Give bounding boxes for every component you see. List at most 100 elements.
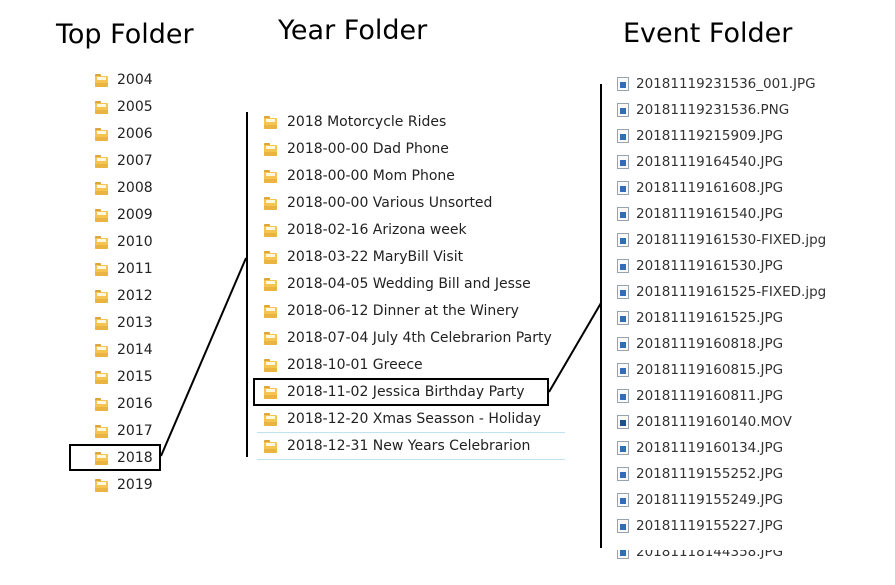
image-file-icon [617, 467, 629, 481]
year-folder-item[interactable]: 2018-12-31 New Years Celebrarion [264, 434, 530, 458]
year-folder-item-label: 2018-12-20 Xmas Seasson - Holiday [287, 411, 542, 427]
folder-icon [264, 304, 277, 318]
top-folder-item-label: 2010 [117, 234, 153, 250]
top-folder-item[interactable]: 2014 [95, 338, 153, 362]
folder-icon [95, 100, 108, 114]
top-folder-item[interactable]: 2013 [95, 311, 153, 335]
year-folder-item-label: 2018-06-12 Dinner at the Winery [287, 303, 519, 319]
folder-icon [264, 277, 277, 291]
event-file-item-label: 20181119160811.JPG [636, 388, 784, 404]
top-folder-item[interactable]: 2004 [95, 68, 153, 92]
event-file-item[interactable]: 20181119215909.JPG [617, 124, 783, 148]
image-file-icon [617, 389, 629, 403]
top-folder-item[interactable]: 2019 [95, 473, 153, 497]
year-folder-item-label: 2018-00-00 Mom Phone [287, 168, 455, 184]
event-file-item[interactable]: 20181119161540.JPG [617, 202, 783, 226]
image-file-icon [617, 155, 629, 169]
top-folder-item-label: 2005 [117, 99, 153, 115]
folder-icon [95, 343, 108, 357]
year-folder-item[interactable]: 2018-03-22 MaryBill Visit [264, 245, 463, 269]
year-folder-item-label: 2018-07-04 July 4th Celebrarion Party [287, 330, 552, 346]
year-folder-item[interactable]: 2018-00-00 Dad Phone [264, 137, 449, 161]
folder-icon [264, 358, 277, 372]
event-file-item[interactable]: 20181119231536_001.JPG [617, 72, 816, 96]
top-folder-item[interactable]: 2011 [95, 257, 153, 281]
top-folder-item[interactable]: 2005 [95, 95, 153, 119]
top-folder-item-label: 2014 [117, 342, 153, 358]
folder-icon [95, 478, 108, 492]
event-file-item-label: 20181119231536.PNG [636, 102, 790, 118]
year-folder-item[interactable]: 2018-11-02 Jessica Birthday Party [264, 380, 525, 404]
top-folder-item-label: 2012 [117, 288, 153, 304]
event-file-item[interactable]: 20181119164540.JPG [617, 150, 783, 174]
top-folder-item-label: 2008 [117, 180, 153, 196]
event-file-item[interactable]: 20181119155249.JPG [617, 488, 783, 512]
event-file-item[interactable]: 20181119155227.JPG [617, 514, 783, 538]
year-folder-item[interactable]: 2018 Motorcycle Rides [264, 110, 446, 134]
top-folder-item[interactable]: 2015 [95, 365, 153, 389]
year-folder-item-label: 2018-03-22 MaryBill Visit [287, 249, 464, 265]
top-folder-item[interactable]: 2007 [95, 149, 153, 173]
folder-icon [264, 385, 277, 399]
image-file-icon [617, 181, 629, 195]
event-file-item[interactable]: 20181119160140.MOV [617, 410, 792, 434]
folder-icon [264, 142, 277, 156]
image-file-icon [617, 493, 629, 507]
top-folder-item-label: 2004 [117, 72, 153, 88]
year-folder-item[interactable]: 2018-00-00 Various Unsorted [264, 191, 492, 215]
top-folder-item[interactable]: 2018 [95, 446, 153, 470]
event-file-item[interactable]: 20181119161530.JPG [617, 254, 783, 278]
year-folder-item[interactable]: 2018-04-05 Wedding Bill and Jesse [264, 272, 531, 296]
event-file-item[interactable]: 20181119161525-FIXED.jpg [617, 280, 826, 304]
top-folder-item[interactable]: 2017 [95, 419, 153, 443]
top-folder-item[interactable]: 2012 [95, 284, 153, 308]
event-file-item[interactable]: 20181119161525.JPG [617, 306, 783, 330]
event-file-item-label: 20181119161530.JPG [636, 258, 784, 274]
event-file-item-label: 20181119160134.JPG [636, 440, 784, 456]
folder-icon [95, 127, 108, 141]
top-folder-item[interactable]: 2006 [95, 122, 153, 146]
event-file-item[interactable]: 20181119161530-FIXED.jpg [617, 228, 826, 252]
year-folder-item-label: 2018-11-02 Jessica Birthday Party [287, 384, 525, 400]
top-folder-item-label: 2019 [117, 477, 153, 493]
top-selected-highlight [69, 444, 161, 471]
year-folder-item[interactable]: 2018-02-16 Arizona week [264, 218, 467, 242]
top-folder-item-label: 2016 [117, 396, 153, 412]
event-file-item[interactable]: 20181119160815.JPG [617, 358, 783, 382]
event-file-item[interactable]: 20181119160818.JPG [617, 332, 783, 356]
year-folder-item-label: 2018-00-00 Various Unsorted [287, 195, 493, 211]
event-file-item-label: 20181119155252.JPG [636, 466, 784, 482]
event-file-item-label: 20181119161608.JPG [636, 180, 784, 196]
folder-icon [264, 439, 277, 453]
year-folder-item[interactable]: 2018-00-00 Mom Phone [264, 164, 455, 188]
folder-icon [264, 223, 277, 237]
year-folder-item[interactable]: 2018-10-01 Greece [264, 353, 423, 377]
event-file-item[interactable]: 20181119160811.JPG [617, 384, 783, 408]
top-folder-item[interactable]: 2009 [95, 203, 153, 227]
heading-event-folder: Event Folder [623, 18, 793, 49]
image-file-icon [617, 207, 629, 221]
event-file-item[interactable]: 20181119231536.PNG [617, 98, 789, 122]
year-folder-item[interactable]: 2018-06-12 Dinner at the Winery [264, 299, 519, 323]
event-file-item[interactable]: 20181119161608.JPG [617, 176, 783, 200]
folder-icon [264, 115, 277, 129]
heading-top-folder: Top Folder [56, 19, 194, 50]
event-file-item[interactable]: 20181119155252.JPG [617, 462, 783, 486]
event-file-item-label: 20181119160140.MOV [636, 414, 792, 430]
event-file-item-label: 20181119161540.JPG [636, 206, 784, 222]
top-folder-item[interactable]: 2010 [95, 230, 153, 254]
folder-icon [264, 250, 277, 264]
connector-top-to-year [160, 257, 247, 457]
year-folder-item-label: 2018 Motorcycle Rides [287, 114, 447, 130]
top-folder-item[interactable]: 2008 [95, 176, 153, 200]
folder-icon [95, 397, 108, 411]
top-folder-item[interactable]: 2016 [95, 392, 153, 416]
event-file-item-label: 20181119160818.JPG [636, 336, 784, 352]
image-file-icon [617, 441, 629, 455]
year-folder-item[interactable]: 2018-12-20 Xmas Seasson - Holiday [264, 407, 541, 431]
event-file-item[interactable]: 20181119160134.JPG [617, 436, 783, 460]
top-folder-item-label: 2013 [117, 315, 153, 331]
top-folder-item-label: 2007 [117, 153, 153, 169]
year-folder-item[interactable]: 2018-07-04 July 4th Celebrarion Party [264, 326, 552, 350]
